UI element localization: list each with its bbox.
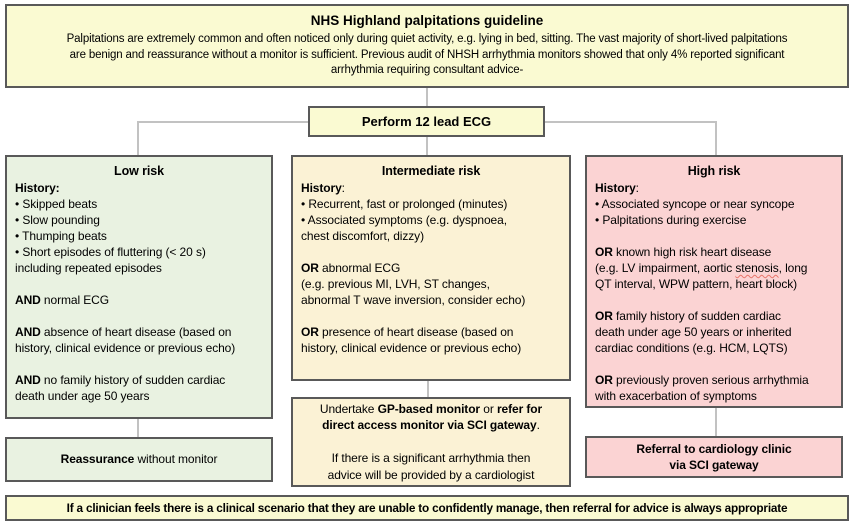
text-line: OR presence of heart disease (based on	[301, 325, 514, 339]
intermediate-risk-criteria: History: • Recurrent, fast or prolonged (…	[301, 180, 561, 356]
text-line: direct access monitor via SCI gateway.	[322, 418, 540, 433]
text-line: with exacerbation of symptoms	[595, 389, 757, 403]
text-line: history, clinical evidence or previous e…	[301, 341, 522, 355]
text-line	[15, 308, 263, 324]
text-line: • Slow pounding	[15, 213, 100, 227]
connector-high-to-outcome	[715, 408, 717, 436]
text-line: (e.g. previous MI, LVH, ST changes,	[301, 277, 490, 291]
text-line: • Recurrent, fast or prolonged (minutes)	[301, 197, 508, 211]
text-line: History:	[595, 181, 639, 195]
text-line	[595, 228, 833, 244]
connector-low-to-outcome	[137, 419, 139, 437]
text-line	[15, 356, 263, 372]
text-line: chest discomfort, dizzy)	[301, 229, 424, 243]
text-line: cardiac conditions (e.g. HCM, LQTS)	[595, 341, 788, 355]
text-line: OR previously proven serious arrhythmia	[595, 373, 809, 387]
text-line: Undertake GP-based monitor or refer for	[319, 401, 543, 416]
connector-intermediate-to-outcome	[427, 381, 429, 397]
text-line	[595, 292, 833, 308]
page-title: NHS Highland palpitations guideline	[310, 13, 544, 28]
text-line: AND absence of heart disease (based on	[15, 325, 232, 339]
text-line	[595, 356, 833, 372]
text-line	[301, 308, 561, 324]
ecg-box: Perform 12 lead ECG	[308, 106, 545, 137]
low-risk-outcome-box: Reassurance without monitor	[5, 437, 273, 482]
text-line	[301, 244, 561, 260]
text-line: via SCI gateway	[669, 458, 759, 472]
high-risk-box: High risk History: • Associated syncope o…	[585, 155, 843, 408]
footer-box: If a clinician feels there is a clinical…	[5, 495, 849, 521]
footer-note: If a clinician feels there is a clinical…	[66, 501, 788, 515]
low-risk-title: Low risk	[114, 164, 164, 178]
high-risk-outcome-box: Referral to cardiology clinic via SCI gat…	[585, 436, 843, 478]
text-line	[320, 434, 542, 451]
text-line: OR known high risk heart disease	[595, 245, 772, 259]
text-line: Referral to cardiology clinic	[636, 442, 792, 456]
intermediate-risk-outcome-box: Undertake GP-based monitor or refer for d…	[291, 397, 571, 487]
text-line: • Thumping beats	[15, 229, 107, 243]
text-line: History:	[301, 181, 345, 195]
text-line: arrhythmia requiring consultant advice-	[330, 64, 524, 76]
connector-to-low-risk	[137, 121, 139, 155]
text-line: AND normal ECG	[15, 293, 109, 307]
text-line: death under age 50 years or inherited	[595, 325, 792, 339]
connector-to-high-risk	[715, 121, 717, 155]
text-line: QT interval, WPW pattern, heart block)	[595, 277, 798, 291]
text-line: OR abnormal ECG	[301, 261, 401, 275]
connector-header-to-ecg	[426, 88, 428, 107]
text-line: • Palpitations during exercise	[595, 213, 747, 227]
text-line: Reassurance without monitor	[60, 452, 218, 467]
text-line: AND no family history of sudden cardiac	[15, 373, 226, 387]
text-line: Palpitations are extremely common and of…	[66, 33, 788, 45]
text-line: advice will be provided by a cardiologis…	[327, 467, 535, 482]
connector-ecg-to-intermediate	[426, 137, 428, 155]
text-line: If there is a significant arrhythmia the…	[331, 451, 531, 466]
text-line: OR family history of sudden cardiac	[595, 309, 781, 323]
high-risk-title: High risk	[687, 164, 741, 178]
text-line: are benign and reassurance without a mon…	[69, 48, 785, 61]
text-line: • Associated syncope or near syncope	[595, 197, 795, 211]
low-risk-outcome-text: Reassurance without monitor	[61, 451, 218, 468]
text-line: abnormal T wave inversion, consider echo…	[301, 293, 526, 307]
ecg-label: Perform 12 lead ECG	[361, 114, 492, 129]
text-line: (e.g. LV impairment, aortic stenosis, lo…	[595, 261, 808, 275]
intermediate-risk-outcome-text: Undertake GP-based monitor or refer for d…	[320, 401, 542, 484]
header-box: NHS Highland palpitations guideline Palp…	[5, 4, 849, 88]
text-line: death under age 50 years	[15, 389, 150, 403]
header-intro-text: Palpitations are extremely common and of…	[7, 32, 847, 79]
text-line: history, clinical evidence or previous e…	[15, 341, 236, 355]
text-line	[15, 276, 263, 292]
text-line: • Short episodes of fluttering (< 20 s)	[15, 245, 206, 259]
text-line: • Associated symptoms (e.g. dyspnoea,	[301, 213, 507, 227]
text-line: including repeated episodes	[15, 261, 162, 275]
low-risk-criteria: History: • Skipped beats • Slow pounding • …	[15, 180, 263, 404]
text-line: History:	[15, 181, 60, 195]
high-risk-outcome-text: Referral to cardiology clinic via SCI gat…	[636, 441, 791, 473]
intermediate-risk-title: Intermediate risk	[381, 164, 481, 178]
intermediate-risk-box: Intermediate risk History: • Recurrent, f…	[291, 155, 571, 381]
text-line: • Skipped beats	[15, 197, 98, 211]
low-risk-box: Low risk History: • Skipped beats • Slow p…	[5, 155, 273, 419]
high-risk-criteria: History: • Associated syncope or near syn…	[595, 180, 833, 404]
